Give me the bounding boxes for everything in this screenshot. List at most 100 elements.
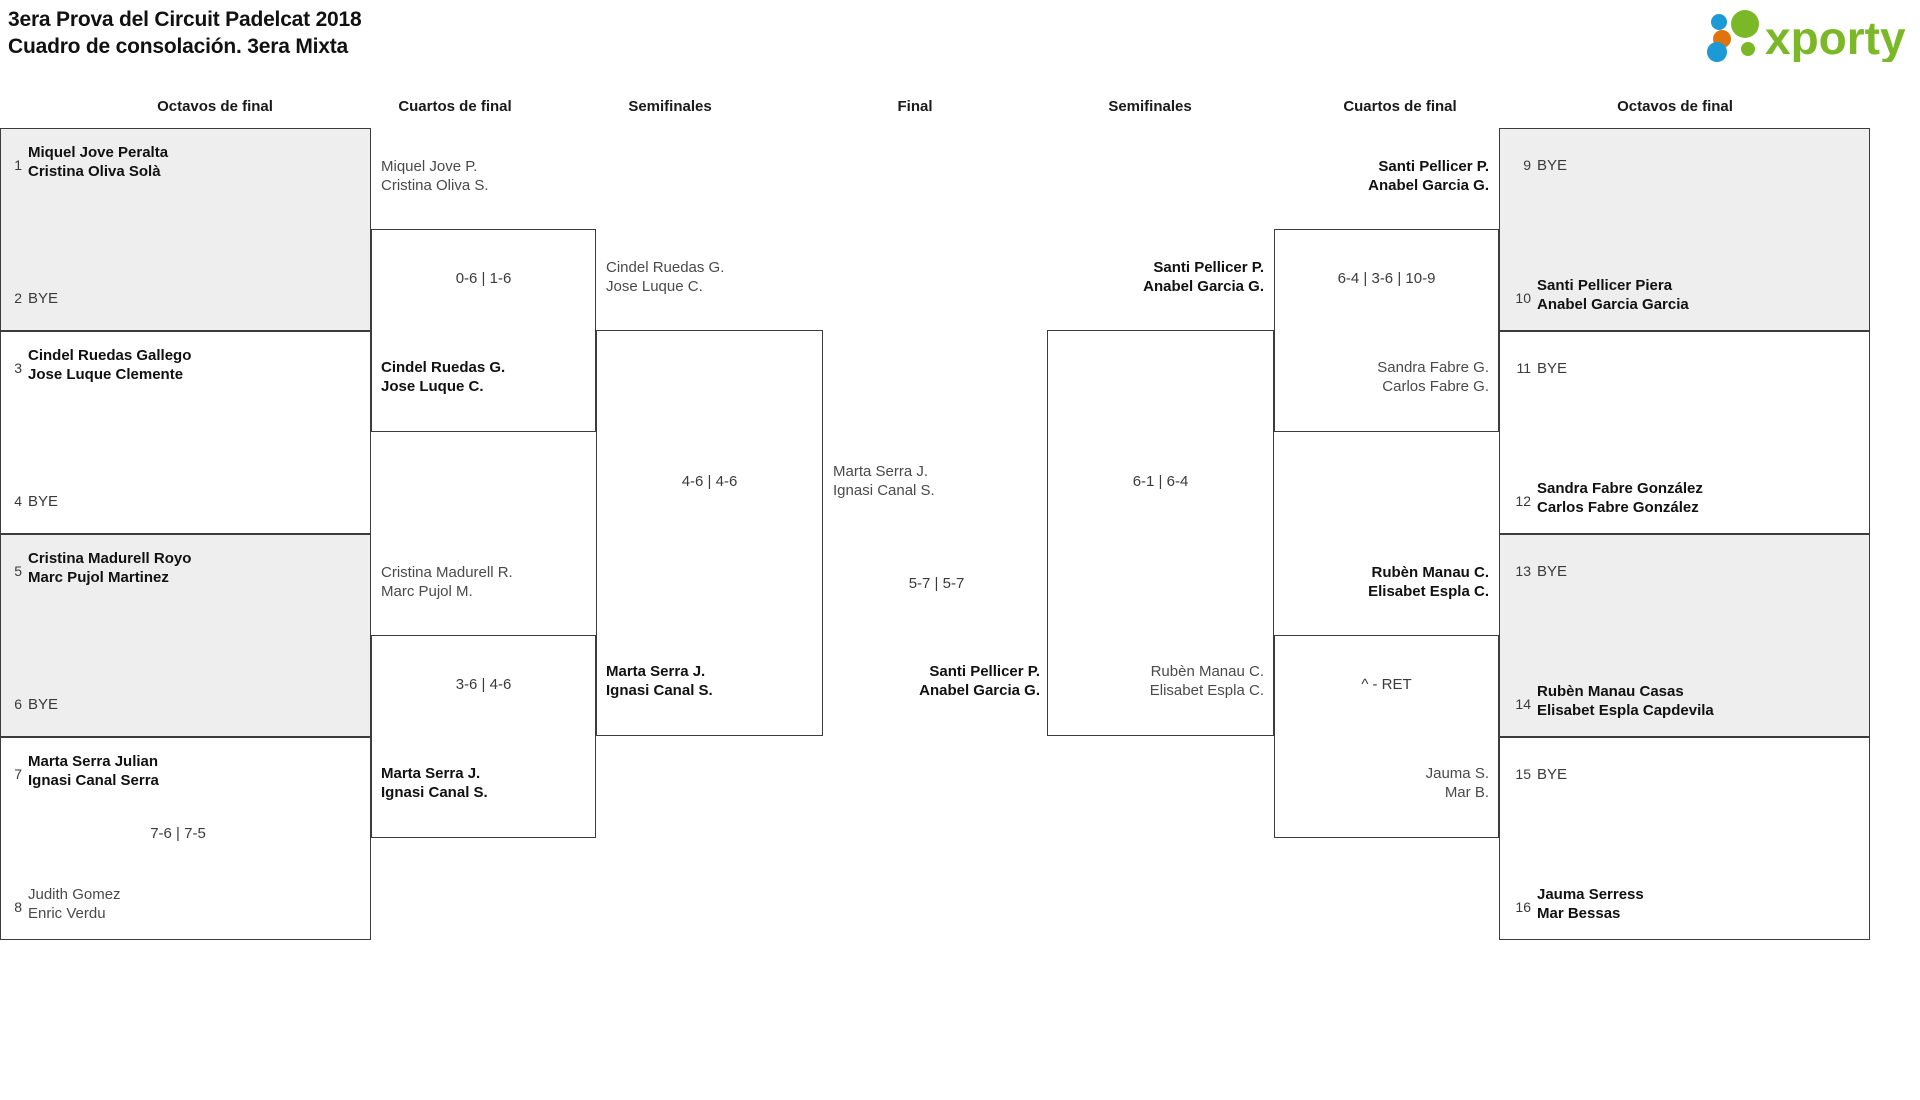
player-line: Carlos Fabre G.: [1382, 378, 1489, 395]
player-line: Rubèn Manau C.: [1150, 663, 1264, 680]
bye-label: BYE: [1537, 157, 1568, 174]
player-line: Santi Pellicer Piera: [1537, 277, 1673, 294]
octavos-left-match-4[interactable]: [0, 737, 371, 940]
seed-number: 13: [1515, 563, 1531, 579]
player-line: Jose Luque C.: [381, 378, 484, 395]
seed-number: 1: [14, 157, 22, 173]
octavos-right-match-1[interactable]: [1499, 128, 1870, 331]
match-score: 6-4 | 3-6 | 10-9: [1337, 270, 1436, 287]
player-line: Santi Pellicer P.: [929, 663, 1040, 680]
player-line: Marta Serra Julian: [28, 753, 159, 770]
player-line: Anabel Garcia Garcia: [1537, 296, 1689, 313]
player-line: Ignasi Canal S.: [381, 784, 488, 801]
player-line: Marta Serra J.: [381, 765, 481, 782]
round-header-octavos-right: Octavos de final: [1617, 98, 1733, 115]
seed-number: 12: [1515, 493, 1531, 509]
seed-number: 15: [1515, 766, 1531, 782]
match-score: 3-6 | 4-6: [455, 676, 512, 693]
player-line: Rubèn Manau Casas: [1537, 683, 1684, 700]
player-line: Ignasi Canal Serra: [28, 772, 159, 789]
bye-label: BYE: [1537, 766, 1568, 783]
seed-number: 7: [14, 766, 22, 782]
tournament-title: 3era Prova del Circuit Padelcat 2018 Cua…: [8, 6, 362, 60]
seed-number: 11: [1516, 360, 1531, 376]
player-line: Anabel Garcia G.: [1368, 177, 1489, 194]
player-line: Ignasi Canal S.: [606, 682, 713, 699]
player-line: Judith Gomez: [28, 886, 121, 903]
seed-number: 5: [14, 563, 22, 579]
cuartos-left-match-2[interactable]: [371, 635, 596, 838]
round-header-cuartos-right: Cuartos de final: [1343, 98, 1457, 115]
octavos-left-match-2[interactable]: [0, 331, 371, 534]
player-line: Cristina Oliva Solà: [28, 163, 161, 180]
player-line: Sandra Fabre G.: [1377, 359, 1489, 376]
player-line: Anabel Garcia G.: [1143, 278, 1264, 295]
player-line: Elisabet Espla C.: [1368, 583, 1489, 600]
round-header-semifinales-left: Semifinales: [628, 98, 712, 115]
match-score: 4-6 | 4-6: [681, 473, 738, 490]
player-line: Jauma S.: [1425, 765, 1489, 782]
player-line: Miquel Jove Peralta: [28, 144, 169, 161]
seed-number: 8: [14, 899, 22, 915]
player-line: Cindel Ruedas G.: [381, 359, 506, 376]
player-line: Cristina Oliva S.: [381, 177, 489, 194]
player-line: Cindel Ruedas Gallego: [28, 347, 192, 364]
player-line: Sandra Fabre González: [1537, 480, 1703, 497]
player-line: Cristina Madurell Royo: [28, 550, 192, 567]
player-line: Miquel Jove P.: [381, 158, 478, 175]
xporty-logo-icon: xporty: [1707, 10, 1906, 62]
match-score: 6-1 | 6-4: [1132, 473, 1189, 490]
seed-number: 2: [14, 290, 22, 306]
round-header-cuartos-left: Cuartos de final: [398, 98, 512, 115]
match-score: ^ - RET: [1361, 676, 1412, 693]
seed-number: 3: [14, 360, 22, 376]
title-line-2: Cuadro de consolación. 3era Mixta: [8, 35, 348, 58]
round-header-octavos-left: Octavos de final: [157, 98, 273, 115]
player-line: Marc Pujol Martinez: [28, 569, 169, 586]
player-line: Elisabet Espla C.: [1149, 682, 1264, 699]
player-line: Ignasi Canal S.: [833, 482, 935, 499]
cuartos-right-match-1[interactable]: [1274, 229, 1499, 432]
cuartos-left-match-1[interactable]: [371, 229, 596, 432]
bye-label: BYE: [28, 493, 59, 510]
player-line: Cindel Ruedas G.: [606, 259, 725, 276]
seed-number: 4: [14, 493, 22, 509]
round-header-semifinales-right: Semifinales: [1108, 98, 1192, 115]
player-line: Enric Verdu: [28, 905, 106, 922]
player-line: Marta Serra J.: [833, 463, 929, 480]
player-line: Elisabet Espla Capdevila: [1537, 702, 1714, 719]
player-line: Mar Bessas: [1537, 905, 1621, 922]
seed-number: 16: [1515, 899, 1531, 915]
player-line: Cristina Madurell R.: [381, 564, 513, 581]
round-header-final: Final: [897, 98, 933, 115]
player-line: Marta Serra J.: [606, 663, 706, 680]
player-line: Rubèn Manau C.: [1371, 564, 1489, 581]
svg-text:xporty: xporty: [1765, 12, 1906, 62]
octavos-right-match-4[interactable]: [1499, 737, 1870, 940]
player-line: Santi Pellicer P.: [1378, 158, 1489, 175]
seed-number: 9: [1523, 157, 1531, 173]
semifinal-right-match[interactable]: [1047, 330, 1274, 736]
player-line: Jose Luque Clemente: [28, 366, 184, 383]
player-line: Jose Luque C.: [606, 278, 703, 295]
title-line-1: 3era Prova del Circuit Padelcat 2018: [8, 8, 362, 31]
match-score: 7-6 | 7-5: [150, 825, 206, 842]
bye-label: BYE: [1537, 563, 1568, 580]
octavos-left-match-1[interactable]: [0, 128, 371, 331]
semifinal-left-match[interactable]: [596, 330, 823, 736]
octavos-right-match-2[interactable]: [1499, 331, 1870, 534]
octavos-right-match-3[interactable]: [1499, 534, 1870, 737]
cuartos-right-match-2[interactable]: [1274, 635, 1499, 838]
bye-label: BYE: [28, 696, 59, 713]
player-line: Marc Pujol M.: [381, 583, 473, 600]
octavos-left-match-3[interactable]: [0, 534, 371, 737]
match-score: 5-7 | 5-7: [908, 575, 965, 592]
bye-label: BYE: [1537, 360, 1568, 377]
player-line: Jauma Serress: [1537, 886, 1644, 903]
player-line: Santi Pellicer P.: [1153, 259, 1264, 276]
seed-number: 14: [1515, 696, 1531, 712]
match-score: 0-6 | 1-6: [455, 270, 512, 287]
player-line: Mar B.: [1444, 784, 1489, 801]
xporty-logo: xporty: [1697, 6, 1907, 62]
